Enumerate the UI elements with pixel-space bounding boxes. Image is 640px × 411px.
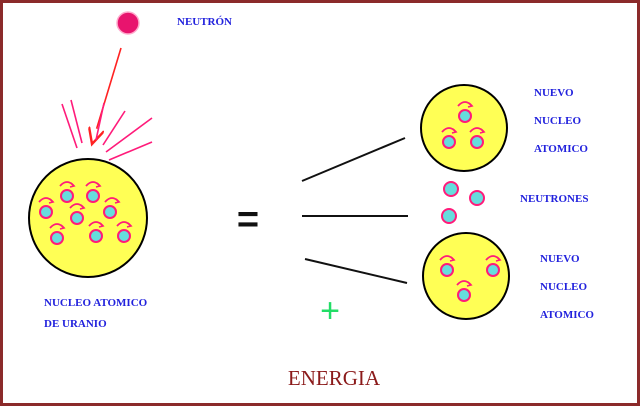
uranium-nucleus [28, 158, 148, 278]
equals-sign: = [237, 199, 259, 241]
incoming-neutron [116, 11, 140, 35]
new-nucleus-top-label-2: NUCLEO [534, 115, 582, 127]
uranium-nucleus-label-line2: DE URANIO [44, 318, 107, 330]
new-nucleus-bottom-label-3: ATOMICO [540, 309, 594, 321]
neutron-label: NEUTRÓN [177, 16, 232, 28]
energy-label: ENERGIA [288, 366, 381, 390]
new-nucleus-bottom-label-1: NUEVO [540, 253, 580, 265]
neutrons-label: NEUTRONES [520, 193, 588, 205]
new-nucleus-top [420, 84, 508, 172]
impact-rays [61, 99, 153, 161]
new-nucleus-top-label-3: ATOMICO [534, 143, 588, 155]
branch-lines [301, 137, 408, 284]
new-nucleus-bottom [422, 232, 510, 320]
free-neutrons [441, 181, 485, 224]
plus-sign: + [320, 292, 340, 330]
neutron-arrow [92, 47, 122, 144]
new-nucleus-bottom-label-2: NUCLEO [540, 281, 588, 293]
new-nucleus-top-label-1: NUEVO [534, 87, 574, 99]
uranium-nucleus-label-line1: NUCLEO ATOMICO [44, 297, 148, 309]
